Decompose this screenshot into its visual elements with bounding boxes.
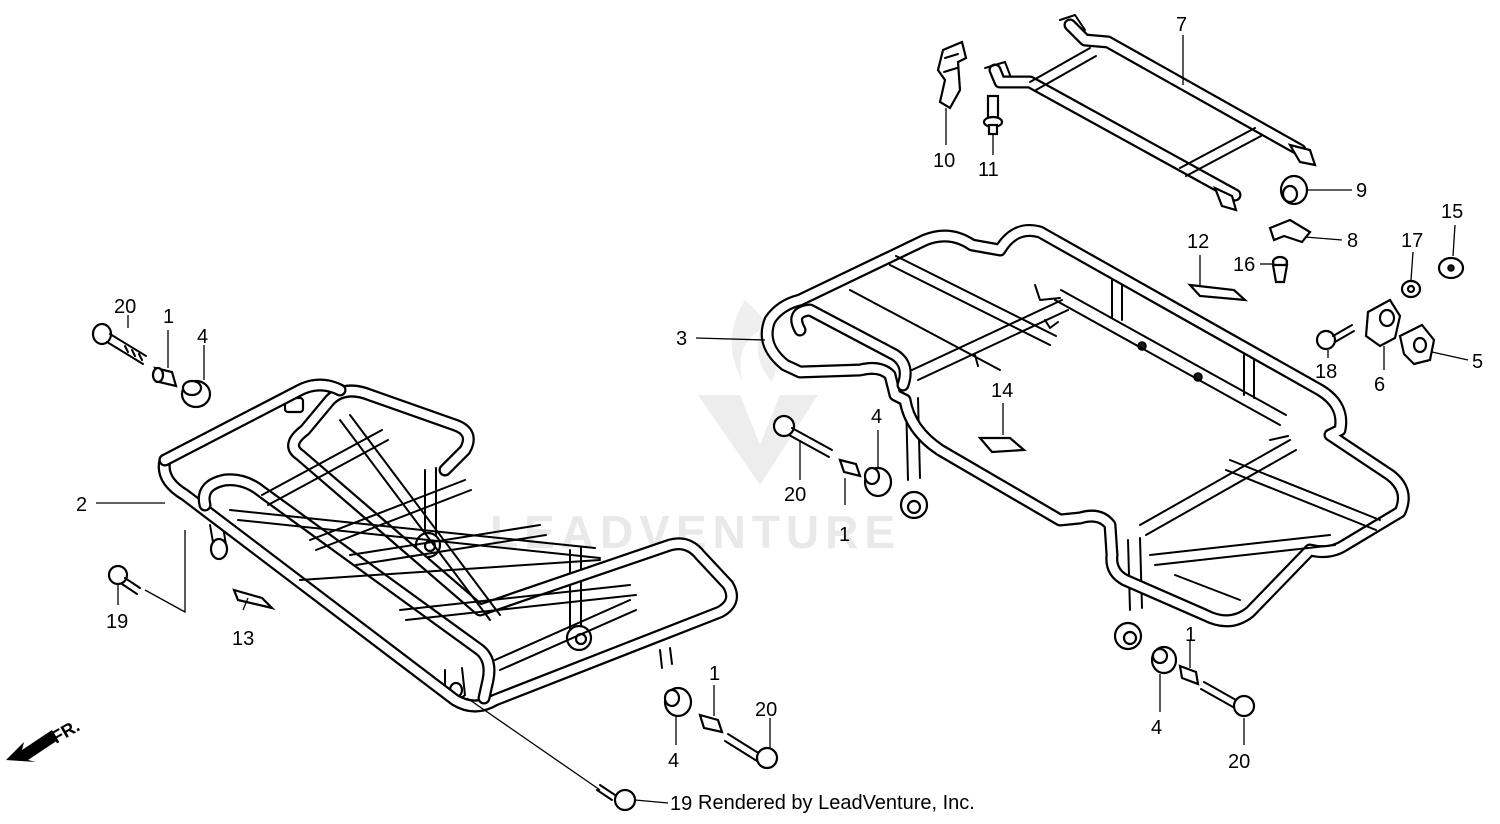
callout-16: 16 bbox=[1233, 254, 1255, 276]
callout-19-left: 19 bbox=[106, 611, 128, 633]
clamp-part-5 bbox=[1398, 323, 1436, 366]
front-carrier-crossbars bbox=[261, 414, 637, 671]
bolt-19-bottom bbox=[596, 784, 637, 812]
top-sub-frame bbox=[984, 14, 1317, 212]
callout-10: 10 bbox=[933, 150, 955, 172]
callout-4-middle: 4 bbox=[871, 406, 882, 428]
bolt-20-middle bbox=[772, 414, 833, 458]
cap-part bbox=[1279, 174, 1309, 206]
bushing-4-bottom bbox=[663, 686, 693, 718]
callout-1-bottom: 1 bbox=[709, 663, 720, 685]
callout-8: 8 bbox=[1347, 230, 1358, 252]
callout-1-top-left: 1 bbox=[163, 306, 174, 328]
bolt-20-bottom bbox=[724, 733, 779, 770]
callout-4-bottom: 4 bbox=[668, 750, 679, 772]
callout-2: 2 bbox=[76, 494, 87, 516]
rear-carrier bbox=[760, 224, 1410, 651]
callout-19-bottom: 19 bbox=[670, 793, 692, 815]
rear-carrier-legs bbox=[899, 277, 1289, 651]
callout-17: 17 bbox=[1401, 230, 1423, 252]
bolt-20-right bbox=[1200, 681, 1256, 718]
pin-part bbox=[982, 94, 1004, 136]
callout-6: 6 bbox=[1374, 374, 1385, 396]
callout-7: 7 bbox=[1176, 14, 1187, 36]
callout-15: 15 bbox=[1441, 201, 1463, 223]
callout-4-right: 4 bbox=[1151, 717, 1162, 739]
clamp-part-6 bbox=[1364, 298, 1402, 348]
collar-1-middle bbox=[838, 458, 862, 478]
callout-1-middle: 1 bbox=[839, 524, 850, 546]
callout-18: 18 bbox=[1315, 361, 1337, 383]
callout-20-bottom: 20 bbox=[755, 699, 777, 721]
clip-part bbox=[1268, 218, 1312, 244]
pad-part-13 bbox=[232, 588, 276, 610]
leadventure-watermark: LEADVENTURE bbox=[490, 300, 895, 558]
strap-part bbox=[936, 40, 968, 110]
leader-lines bbox=[96, 35, 1469, 804]
collar-1-bottom bbox=[698, 713, 724, 734]
footer-credit: Rendered by LeadVenture, Inc. bbox=[698, 792, 975, 814]
callout-13: 13 bbox=[232, 628, 254, 650]
bushing-4-middle bbox=[863, 466, 893, 498]
bolt-20-top-left bbox=[91, 322, 147, 365]
callout-9: 9 bbox=[1356, 180, 1367, 202]
collar-1-top-left bbox=[151, 366, 178, 388]
callout-3: 3 bbox=[676, 328, 687, 350]
callout-5: 5 bbox=[1472, 351, 1483, 373]
callout-20-right: 20 bbox=[1228, 751, 1250, 773]
front-carrier bbox=[157, 378, 739, 713]
grommet-part bbox=[1271, 255, 1289, 284]
bolt-part-18 bbox=[1315, 324, 1355, 351]
bolt-19-left bbox=[107, 564, 141, 595]
callout-labels: 20 1 4 2 19 13 4 1 20 19 3 20 1 4 14 7 1… bbox=[76, 14, 1483, 815]
callout-1-right: 1 bbox=[1185, 624, 1196, 646]
pad-part-14 bbox=[977, 436, 1027, 454]
fasteners bbox=[91, 40, 1465, 812]
callout-11: 11 bbox=[978, 159, 999, 181]
collar-1-right bbox=[1178, 664, 1200, 686]
callout-20-top-left: 20 bbox=[114, 296, 136, 318]
callout-4-top-left: 4 bbox=[197, 326, 208, 348]
bushing-4-top-left bbox=[180, 379, 212, 409]
front-direction-arrow: FR. bbox=[6, 716, 83, 762]
callout-20-middle: 20 bbox=[784, 484, 806, 506]
bushing-4-right bbox=[1150, 645, 1178, 675]
callout-14: 14 bbox=[991, 380, 1013, 402]
callout-12: 12 bbox=[1187, 231, 1209, 253]
pad-part-12 bbox=[1187, 283, 1249, 302]
rear-carrier-crossbars bbox=[849, 255, 1381, 601]
